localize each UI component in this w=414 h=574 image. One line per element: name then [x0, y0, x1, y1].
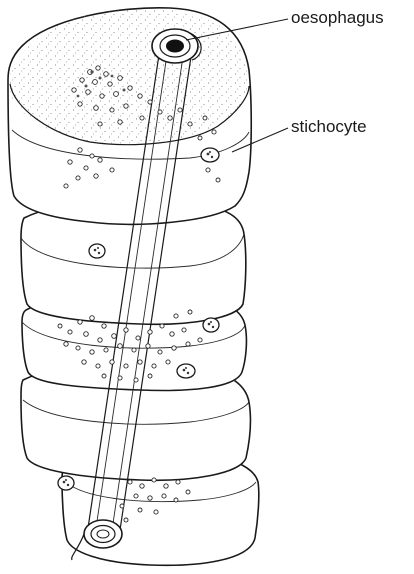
- oesophagus-label: oesophagus: [291, 8, 384, 28]
- nucleus: [201, 148, 219, 162]
- nucleus: [89, 244, 105, 258]
- stichocyte-label: stichocyte: [291, 117, 367, 137]
- stichocyte-cell-1: [8, 8, 251, 224]
- nucleus: [177, 364, 195, 378]
- nucleus: [58, 476, 74, 490]
- nucleus: [203, 318, 219, 332]
